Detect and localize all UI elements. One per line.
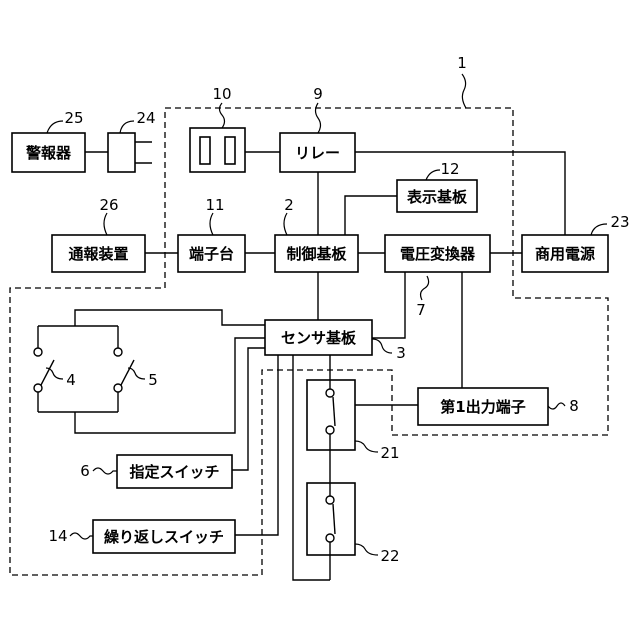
ref-10: 10 — [212, 85, 231, 103]
sensor-board-block: センサ基板 — [265, 320, 372, 355]
relay-contact-22 — [307, 483, 355, 555]
relay-contact-21 — [307, 380, 355, 450]
contact-terminal-icon — [326, 426, 334, 434]
terminal-block-label: 端子台 — [189, 245, 234, 263]
ref-23: 23 — [610, 213, 629, 231]
repeat-switch-block: 繰り返しスイッチ — [93, 520, 235, 553]
notification-device-block: 通報装置 — [52, 235, 145, 272]
first-output-terminal-block: 第1出力端子 — [418, 388, 548, 425]
leader-5 — [128, 368, 145, 379]
plug-block — [108, 133, 135, 172]
leader-11 — [210, 213, 213, 235]
first-output-terminal-label: 第1出力端子 — [440, 398, 525, 416]
designation-switch-label: 指定スイッチ — [129, 463, 219, 481]
display-board-block: 表示基板 — [397, 180, 477, 212]
wire-contact-return — [293, 355, 330, 580]
switch-terminal-icon — [114, 384, 122, 392]
leader-25 — [47, 121, 63, 133]
ref-22: 22 — [380, 547, 399, 565]
leader-10 — [220, 103, 225, 128]
alarm-block: 警報器 — [12, 133, 85, 172]
leader-26 — [104, 213, 107, 235]
leader-14 — [70, 533, 93, 539]
commercial-power-block: 商用電源 — [522, 235, 608, 272]
ref-25: 25 — [64, 109, 83, 127]
contact-lever-icon — [333, 397, 335, 426]
relay-block: リレー — [280, 133, 355, 172]
wire-switch-return — [75, 338, 265, 433]
ref-3: 3 — [396, 344, 406, 362]
leader-22 — [355, 544, 378, 555]
ref-1: 1 — [457, 54, 467, 72]
ref-24: 24 — [136, 109, 155, 127]
ref-7: 7 — [416, 301, 426, 319]
switch-terminal-icon — [34, 348, 42, 356]
control-board-block: 制御基板 — [275, 235, 358, 272]
wire-switch-top — [75, 310, 265, 326]
leader-6 — [93, 468, 117, 474]
ref-12: 12 — [440, 160, 459, 178]
leader-2 — [284, 213, 287, 235]
leader-3 — [372, 339, 392, 353]
ref-9: 9 — [313, 85, 323, 103]
leader-1 — [462, 74, 466, 108]
repeat-switch-label: 繰り返しスイッチ — [104, 528, 224, 546]
outlet-slot-right — [225, 137, 235, 164]
ref-14: 14 — [48, 527, 67, 545]
leader-24 — [120, 121, 134, 133]
switch-lever-icon — [121, 360, 134, 385]
ref-11: 11 — [205, 196, 224, 214]
voltage-converter-label: 電圧変換器 — [400, 245, 476, 263]
control-board-label: 制御基板 — [286, 245, 347, 263]
switch-5 — [114, 348, 134, 392]
contact-terminal-icon — [326, 496, 334, 504]
ref-5: 5 — [148, 371, 158, 389]
switch-lever-icon — [41, 360, 54, 385]
ref-2: 2 — [284, 196, 294, 214]
plug-icon — [108, 133, 135, 172]
alarm-label: 警報器 — [25, 144, 72, 162]
sensor-board-label: センサ基板 — [281, 329, 357, 347]
commercial-power-label: 商用電源 — [535, 245, 595, 263]
block-10 — [190, 128, 245, 172]
display-board-label: 表示基板 — [407, 188, 468, 206]
contact-terminal-icon — [326, 534, 334, 542]
voltage-converter-block: 電圧変換器 — [385, 235, 490, 272]
ref-6: 6 — [80, 462, 90, 480]
leader-23 — [591, 224, 607, 235]
ref-26: 26 — [99, 196, 118, 214]
switch-terminal-icon — [114, 348, 122, 356]
relay-label: リレー — [295, 144, 340, 162]
leader-7 — [421, 276, 429, 300]
wire-designation-sensor — [232, 348, 265, 470]
wire-repeat-sensor — [235, 355, 278, 535]
leader-12 — [426, 170, 440, 180]
contact-terminal-icon — [326, 389, 334, 397]
ref-21: 21 — [380, 444, 399, 462]
ref-8: 8 — [569, 397, 579, 415]
leader-8 — [548, 403, 565, 409]
outlet-slot-left — [200, 137, 210, 164]
wire-display-control — [345, 196, 397, 235]
designation-switch-block: 指定スイッチ — [117, 455, 232, 488]
wire-converter-sensor — [372, 272, 405, 338]
switch-terminal-icon — [34, 384, 42, 392]
ref-4: 4 — [66, 371, 76, 389]
terminal-block-block: 端子台 — [178, 235, 245, 272]
notification-device-label: 通報装置 — [68, 245, 128, 263]
leader-21 — [355, 441, 378, 452]
contact-lever-icon — [333, 504, 335, 534]
